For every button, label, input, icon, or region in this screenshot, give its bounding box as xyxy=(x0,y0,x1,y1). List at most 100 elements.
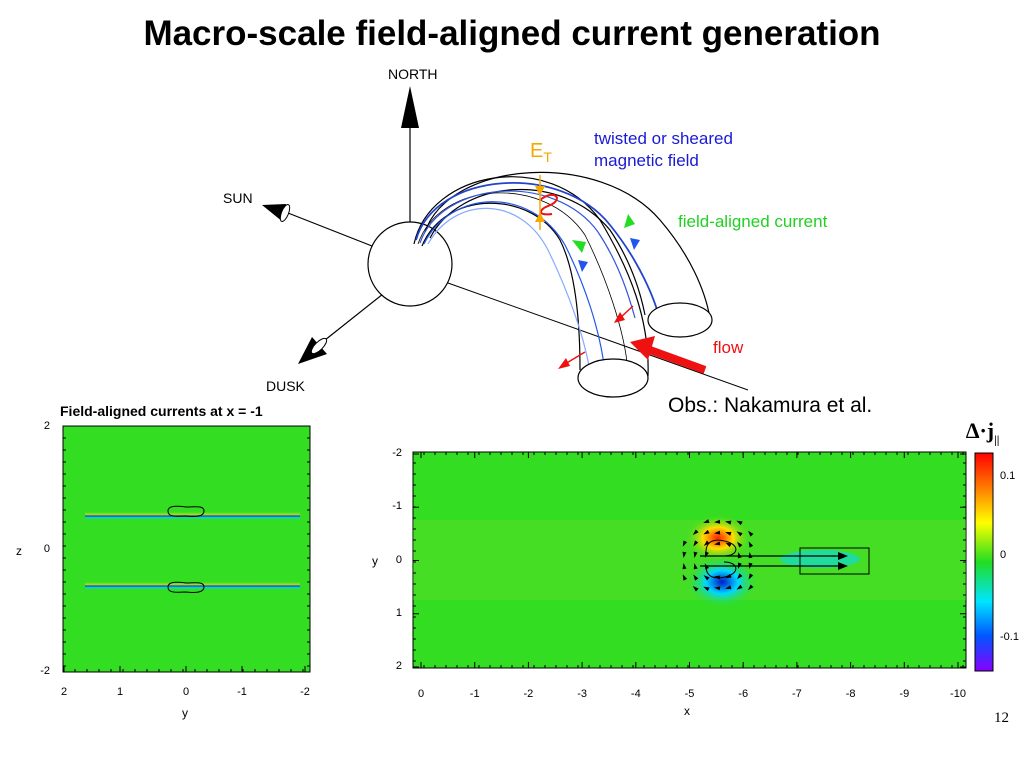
flow-vector-arrow xyxy=(747,584,754,591)
left-plot-xtick: 2 xyxy=(60,686,68,698)
electric-field-label: ET xyxy=(530,140,552,165)
slide-title: Macro-scale field-aligned current genera… xyxy=(143,14,881,53)
colorbar-tick: 0.1 xyxy=(1000,470,1016,482)
colorbar-tick: -0.1 xyxy=(1000,631,1019,643)
left-plot xyxy=(62,425,311,673)
dusk-axis xyxy=(319,289,389,345)
right-plot-ytick: -2 xyxy=(392,447,402,459)
flow-vector-arrow xyxy=(725,531,732,536)
flow-vector-arrow xyxy=(693,551,698,558)
right-plot-ylabel: y xyxy=(372,554,378,568)
left-plot-xtick: 1 xyxy=(116,686,124,698)
left-plot-area xyxy=(62,425,311,673)
flow-vector-arrow xyxy=(737,562,742,569)
flux-tube-endcap-right xyxy=(647,302,713,338)
right-plot-xtick: 0 xyxy=(417,688,425,700)
flow-vector-arrow xyxy=(692,586,699,592)
right-plot-ytick: 0 xyxy=(395,553,402,566)
flux-tube-right-outer xyxy=(424,171,711,319)
flow-vector-arrow xyxy=(703,586,710,592)
right-plot-xtick: -3 xyxy=(577,688,587,700)
flow-vector-arrow xyxy=(704,563,710,570)
flow-vector-arrow xyxy=(692,529,699,536)
observation-credit: Obs.: Nakamura et al. xyxy=(668,394,873,417)
flow-vector-arrow xyxy=(682,563,687,570)
right-plot-xtick: -10 xyxy=(950,688,966,700)
flow-vector-arrow xyxy=(714,575,721,580)
flux-tube-outer xyxy=(413,176,649,377)
twisted-field-label: twisted or sheared magnetic field xyxy=(594,129,733,170)
flow-vector-arrow xyxy=(693,563,698,570)
flow-vector-arrow xyxy=(736,573,743,580)
flow-vector-arrow xyxy=(736,520,743,526)
flow-vector-arrow xyxy=(703,519,710,524)
flux-tube-endcap-left xyxy=(577,358,649,398)
flow-vector-arrow xyxy=(714,541,721,546)
flow-vector-arrow xyxy=(725,585,732,590)
flow-vector-arrow xyxy=(725,542,732,548)
flow-vector-arrow xyxy=(703,529,710,535)
right-plot-xlabel: x xyxy=(684,704,690,718)
flow-vector-arrow xyxy=(736,584,743,590)
right-plot-xtick: -5 xyxy=(684,688,695,700)
flow-vector-arrow xyxy=(748,541,754,548)
earth-sphere xyxy=(367,221,453,307)
flow-vector-arrow xyxy=(704,551,709,558)
flow-vector-arrow xyxy=(714,519,721,524)
right-plot xyxy=(412,451,967,669)
right-plot-ytick: 1 xyxy=(395,606,402,619)
left-plot-xlabel: y xyxy=(182,706,188,720)
left-plot-xtick: -2 xyxy=(300,686,310,698)
right-plot-ytick: -1 xyxy=(392,500,402,513)
sun-axis xyxy=(287,212,373,247)
colorbar-gradient xyxy=(974,452,994,672)
flow-vector-arrow xyxy=(736,531,743,537)
flow-label: flow xyxy=(713,338,744,357)
flow-vector-arrow xyxy=(714,586,721,591)
flow-vector-arrow xyxy=(725,573,732,579)
right-plot-xtick: -8 xyxy=(845,688,856,700)
flow-vector-arrow xyxy=(682,551,687,558)
twist-loop xyxy=(539,194,558,216)
left-plot-xtick: 0 xyxy=(182,686,190,698)
right-plot-xtick: -7 xyxy=(792,688,802,700)
flow-arrow xyxy=(648,346,707,374)
left-plot-xtick: -1 xyxy=(237,686,247,698)
flow-vector-arrow xyxy=(703,575,710,581)
right-plot-xtick: -2 xyxy=(523,688,534,700)
right-plot-xtick: -1 xyxy=(469,688,480,700)
observation-line xyxy=(447,282,749,391)
north-arrowhead xyxy=(401,86,419,128)
flow-vector-arrow xyxy=(682,574,688,581)
left-plot-ylabel: z xyxy=(16,544,22,558)
field-aligned-current-label: field-aligned current xyxy=(678,212,828,231)
left-plot-ytick: -2 xyxy=(40,665,50,677)
left-plot-ytick: 2 xyxy=(43,420,50,432)
observation-box xyxy=(799,547,870,575)
magnetosphere-diagram xyxy=(262,86,749,398)
flow-vector-arrow xyxy=(737,552,742,559)
dusk-label: DUSK xyxy=(266,378,305,394)
flow-vector-arrow xyxy=(703,540,710,546)
flow-vector-arrow xyxy=(725,520,732,525)
page-number: 12 xyxy=(994,710,1009,726)
left-plot-title: Field-aligned currents at x = -1 xyxy=(60,403,263,419)
colorbar-title: ∆·j|| xyxy=(966,418,1000,447)
flow-vector-arrow xyxy=(748,573,754,580)
sun-label: SUN xyxy=(223,190,253,206)
colorbar-tick: 0 xyxy=(1000,549,1007,561)
colorbar xyxy=(974,452,994,672)
flow-vector-arrow xyxy=(682,540,688,547)
flow-vector-arrow xyxy=(693,574,699,581)
right-plot-ytick: 2 xyxy=(395,660,402,672)
flow-vector-arrow xyxy=(737,541,743,548)
flow-vector-arrow xyxy=(747,530,754,537)
right-plot-xtick: -4 xyxy=(630,688,641,700)
flow-vector-arrow xyxy=(748,562,753,569)
right-plot-xtick: -6 xyxy=(738,688,749,700)
flow-vector-arrow xyxy=(748,552,753,559)
right-plot-xtick: -9 xyxy=(899,688,910,700)
north-label: NORTH xyxy=(388,66,438,82)
flow-vector-arrow xyxy=(693,540,699,547)
